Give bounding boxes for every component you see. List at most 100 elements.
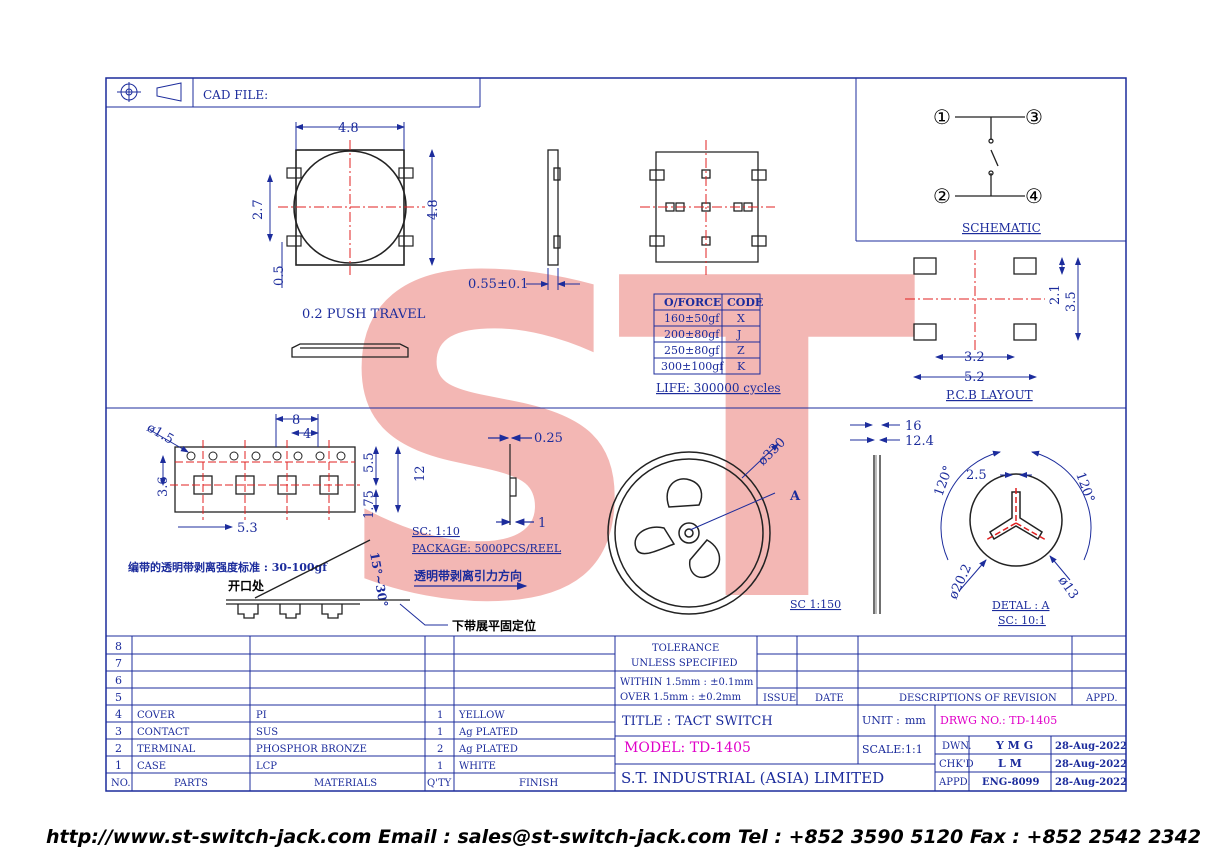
peel-opening: 开口处 xyxy=(228,578,265,593)
scale-label: SCALE: xyxy=(862,743,905,756)
projection-symbol-icon xyxy=(117,82,182,102)
watermark-logo: ST xyxy=(330,187,949,699)
tape-w3: 5.5 xyxy=(362,452,377,473)
bom-part: COVER xyxy=(137,710,175,721)
appd-name: ENG-8099 xyxy=(982,777,1040,788)
tolerance-sub: UNLESS SPECIFIED xyxy=(631,658,738,669)
bom-no: 8 xyxy=(115,640,122,653)
dim-top-pad: 2.7 xyxy=(251,199,266,220)
reel-side-view xyxy=(850,422,900,614)
drawing-number: DRWG NO.: TD-1405 xyxy=(940,714,1057,727)
detail-angle-left: 120° xyxy=(932,464,957,499)
pcb-layout xyxy=(905,250,1081,380)
schematic-pin-4: ④ xyxy=(1025,184,1043,208)
revision-appd: APPD. xyxy=(1085,693,1118,704)
bom-part: TERMINAL xyxy=(137,744,196,755)
schematic-label: SCHEMATIC xyxy=(962,221,1041,235)
bom-qty: 2 xyxy=(437,744,443,755)
tape-w5: 1.75 xyxy=(362,490,377,519)
pcb-dim-2-1: 2.1 xyxy=(1048,284,1063,305)
detail-scale: SC: 10:1 xyxy=(998,614,1046,627)
revision-date: DATE xyxy=(815,693,844,704)
bom-header-finish: FINISH xyxy=(519,778,558,789)
reel-detail-mark: A xyxy=(789,489,801,504)
dwn-date: 28-Aug-2022 xyxy=(1055,741,1127,752)
pcb-layout-label: P.C.B LAYOUT xyxy=(946,388,1033,402)
detail-label: DETAL : A xyxy=(992,599,1051,612)
detail-a-view xyxy=(940,450,1092,591)
bom-finish: YELLOW xyxy=(458,710,505,721)
scale-value: 1:1 xyxy=(905,743,923,756)
tolerance-over: OVER 1.5mm : ±0.2mm xyxy=(620,692,742,703)
code-header: CODE xyxy=(727,296,763,309)
bom-no: 6 xyxy=(115,674,122,687)
title-block xyxy=(615,636,1126,791)
force-row-3: 250±80gf xyxy=(664,344,720,357)
watermark-text: ST xyxy=(330,187,919,699)
bom-no: 2 xyxy=(115,742,122,755)
bom-material: LCP xyxy=(256,761,277,772)
side-view xyxy=(526,149,580,290)
bom-no: 4 xyxy=(115,708,122,721)
revision-desc: DESCRIPTIONS OF REVISION xyxy=(899,693,1057,704)
drawing-title: TITLE : TACT SWITCH xyxy=(622,714,773,729)
force-row-2: 200±80gf xyxy=(664,328,720,341)
reel-inner-width: 12.4 xyxy=(905,434,934,449)
dim-top-edge: 0.5 xyxy=(272,265,287,286)
tape-w1: 3.6 xyxy=(156,476,171,497)
peel-diagram xyxy=(226,539,528,626)
top-view xyxy=(267,122,435,288)
bom-qty: 1 xyxy=(437,710,443,721)
reel-view xyxy=(607,443,779,615)
tape-scale: SC: 1:10 xyxy=(412,525,460,538)
tape-pocket: 4 xyxy=(303,427,311,442)
chk-name: L M xyxy=(998,757,1022,770)
pcb-dim-3-5: 3.5 xyxy=(1064,291,1079,312)
detail-dia-inner: ø13 xyxy=(1055,574,1081,603)
detail-dia-outer: ø20.2 xyxy=(946,562,975,602)
bom-part: CONTACT xyxy=(137,727,190,738)
bom-no: 1 xyxy=(115,759,122,772)
tape-pitch: 8 xyxy=(292,413,300,428)
force-header: O/FORCE xyxy=(664,296,721,309)
code-row-1: X xyxy=(737,312,745,325)
bom-finish: Ag PLATED xyxy=(458,727,518,738)
schematic-pin-1: ① xyxy=(933,105,951,129)
force-table xyxy=(653,293,761,375)
bom-no: 5 xyxy=(115,691,122,704)
bom-material: SUS xyxy=(256,727,278,738)
code-row-3: Z xyxy=(737,344,745,357)
bom-qty: 1 xyxy=(437,727,443,738)
chk-label: CHK'D xyxy=(939,759,974,770)
appd-date: 28-Aug-2022 xyxy=(1055,777,1127,788)
bom-rows: 8 7 6 5 4 COVER PI 1 YELLOW 3 CONTACT SU… xyxy=(111,640,558,789)
company-name: S.T. INDUSTRIAL (ASIA) LIMITED xyxy=(621,769,884,787)
tolerance-title: TOLERANCE xyxy=(652,643,719,654)
dwn-name: Y M G xyxy=(995,739,1033,752)
revision-issue: ISSUE xyxy=(763,693,796,704)
force-row-4: 300±100gf xyxy=(661,360,724,373)
carrier-tape xyxy=(149,414,401,530)
tape-side-view xyxy=(488,434,534,526)
contact-footer: http://www.st-switch-jack.com Email : sa… xyxy=(46,826,1202,848)
pcb-dim-5-2: 5.2 xyxy=(964,370,985,385)
bom-qty: 1 xyxy=(437,761,443,772)
appd-label: APPD. xyxy=(938,777,971,788)
peel-direction: 透明带剥离引力方向 xyxy=(414,568,522,583)
peel-standard: 编带的透明带剥离强度标准 : 30-100gf xyxy=(128,560,328,574)
detail-slot-width: 2.5 xyxy=(966,468,987,483)
bom-no: 3 xyxy=(115,725,122,738)
force-row-1: 160±50gf xyxy=(664,312,720,325)
model-number: MODEL: TD-1405 xyxy=(624,740,751,756)
bom-table xyxy=(106,636,616,791)
bom-header-parts: PARTS xyxy=(174,778,208,789)
reel-scale: SC 1:150 xyxy=(790,598,841,611)
dim-side-thickness: 0.55±0.1 xyxy=(468,277,529,292)
schematic-pin-2: ② xyxy=(933,184,951,208)
detail-angle-right: 120° xyxy=(1072,470,1097,505)
dwn-label: DWN. xyxy=(942,741,972,752)
schematic-pin-3: ③ xyxy=(1025,105,1043,129)
code-row-2: J xyxy=(736,328,741,341)
bom-material: PHOSPHOR BRONZE xyxy=(256,744,367,755)
unit-label: UNIT : xyxy=(862,714,900,727)
